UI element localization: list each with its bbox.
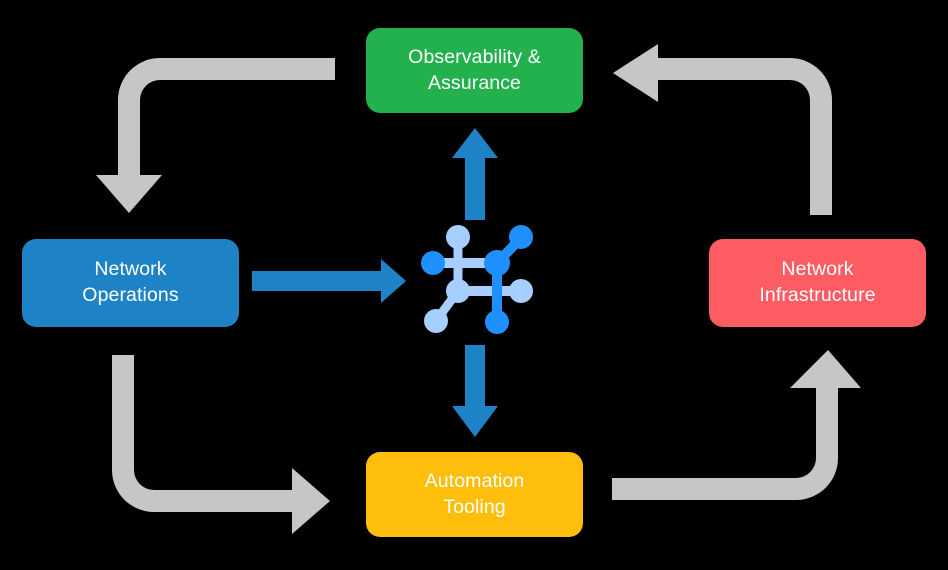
gray-arrow-automation-to-infrastructure [612, 350, 861, 500]
gray-arrow-infrastructure-to-observability [613, 44, 832, 215]
network-topology-icon [421, 225, 533, 334]
blue-arrow-center-to-automation [452, 345, 498, 437]
node-box-network-infrastructure[interactable]: Network Infrastructure [709, 239, 926, 327]
node-box-automation-tooling[interactable]: Automation Tooling [366, 452, 583, 537]
gray-arrow-observability-to-operations [96, 58, 335, 213]
gray-arrow-operations-to-automation [112, 355, 330, 534]
blue-arrow-center-to-observability [452, 128, 498, 220]
node-box-observability[interactable]: Observability & Assurance [366, 28, 583, 113]
node-box-network-operations[interactable]: Network Operations [22, 239, 239, 327]
blue-arrow-operations-to-center [252, 259, 406, 303]
